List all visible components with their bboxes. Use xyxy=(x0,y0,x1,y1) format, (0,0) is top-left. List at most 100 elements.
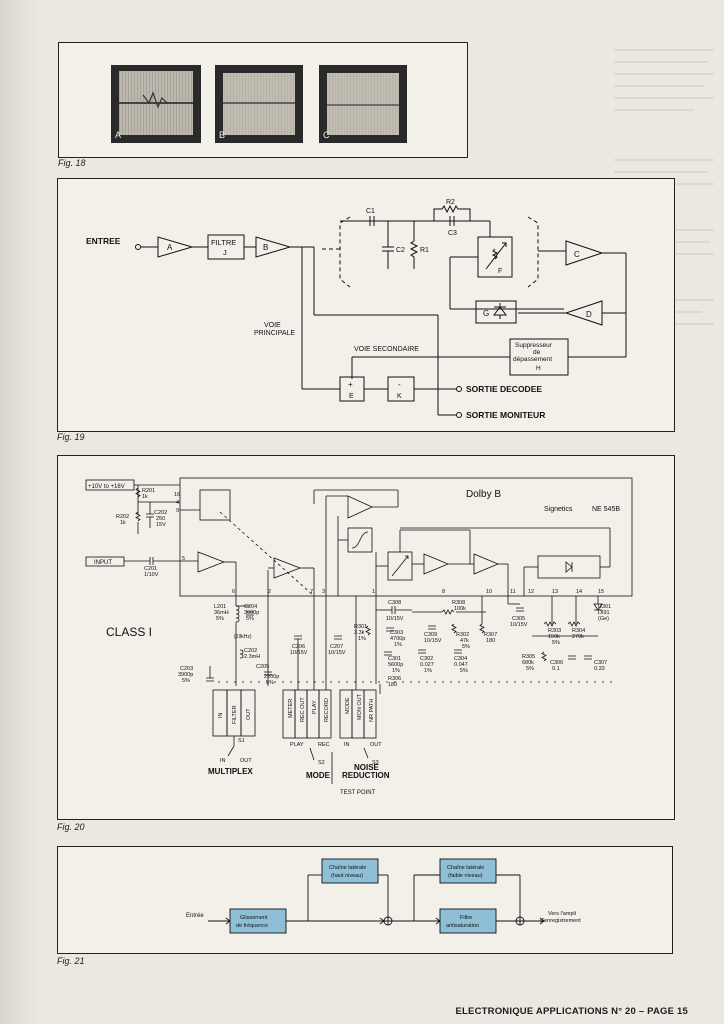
mode-label: MODE xyxy=(306,771,331,780)
svg-text:R201: R201 xyxy=(142,488,155,494)
svg-text:C: C xyxy=(574,250,580,259)
photo-label-a: A xyxy=(115,130,121,140)
svg-text:14: 14 xyxy=(576,589,582,595)
svg-text:C201: C201 xyxy=(144,566,157,572)
svg-text:PLAY: PLAY xyxy=(312,700,318,714)
svg-text:PLAY: PLAY xyxy=(290,742,304,748)
svg-text:(haut niveau): (haut niveau) xyxy=(331,873,363,879)
c202-cap xyxy=(146,513,154,518)
c1-capacitor xyxy=(369,216,375,226)
sortie-decodee-label: SORTIE DECODEE xyxy=(466,384,542,394)
svg-text:IN: IN xyxy=(220,758,226,764)
svg-text:3900p: 3900p xyxy=(178,672,193,678)
svg-text:R302: R302 xyxy=(456,632,469,638)
svg-text:R304: R304 xyxy=(572,628,585,634)
svg-text:5%: 5% xyxy=(266,680,274,686)
svg-text:S3: S3 xyxy=(372,760,379,766)
svg-text:RECORD: RECORD xyxy=(324,698,330,722)
dolby-b-label: Dolby B xyxy=(466,489,501,500)
svg-text:5%: 5% xyxy=(182,678,190,684)
voie-principale-label-1: VOIE xyxy=(264,322,281,329)
class-label: CLASS I xyxy=(106,625,152,639)
svg-text:10: 10 xyxy=(486,589,492,595)
svg-text:antisaturation: antisaturation xyxy=(446,923,479,929)
svg-text:J: J xyxy=(223,248,227,257)
amp-a xyxy=(157,236,194,258)
svg-text:IN: IN xyxy=(218,712,224,718)
svg-text:FILTRE: FILTRE xyxy=(211,238,236,247)
svg-text:1/10V: 1/10V xyxy=(144,572,159,578)
fig20-caption: Fig. 20 xyxy=(57,822,85,832)
switch-noise-reduction[interactable] xyxy=(339,689,377,739)
svg-text:0.1: 0.1 xyxy=(552,666,560,672)
svg-text:C309: C309 xyxy=(424,632,437,638)
svg-text:0.027: 0.027 xyxy=(420,662,434,668)
svg-text:REC OUT: REC OUT xyxy=(300,697,306,722)
svg-text:R306: R306 xyxy=(388,676,401,682)
svg-text:C202: C202 xyxy=(154,510,167,516)
svg-text:Chaîne latérale: Chaîne latérale xyxy=(447,865,484,871)
svg-text:METER: METER xyxy=(288,699,294,718)
svg-text:C2: C2 xyxy=(396,247,405,254)
r2-resistor xyxy=(433,204,471,221)
r1-resistor xyxy=(409,240,419,269)
entree-label: ENTREE xyxy=(86,236,121,246)
svg-text:16: 16 xyxy=(174,492,180,498)
svg-text:100k: 100k xyxy=(454,606,466,612)
page-binding-gutter xyxy=(0,0,40,1024)
svg-text:5%: 5% xyxy=(526,666,534,672)
svg-text:C304: C304 xyxy=(454,656,467,662)
page-footer: ELECTRONIQUE APPLICATIONS N° 20 – PAGE 1… xyxy=(455,1006,688,1017)
svg-text:150k: 150k xyxy=(548,634,560,640)
noise-label-1: NOISE xyxy=(354,763,380,772)
svg-text:INPUT: INPUT xyxy=(94,560,112,566)
svg-text:A: A xyxy=(167,243,173,252)
svg-text:NR PATH: NR PATH xyxy=(369,699,375,722)
c201-cap xyxy=(149,557,154,565)
svg-text:6: 6 xyxy=(232,589,235,595)
fig21-caption: Fig. 21 xyxy=(57,956,85,966)
svg-text:R305: R305 xyxy=(522,654,535,660)
svg-text:F: F xyxy=(498,268,502,275)
photo-label-c: C xyxy=(323,130,330,140)
fig19-caption: Fig. 19 xyxy=(57,432,85,442)
c202b-inductor xyxy=(239,649,244,659)
scope-photo-c xyxy=(319,65,407,143)
c3-capacitor xyxy=(449,216,455,226)
fig19-frame: ENTREE A FILTRE J B C1 R2 C3 xyxy=(57,178,675,432)
fig20-schematic: Dolby B Signetics NE 545B +10V to +16V R… xyxy=(85,477,633,796)
c308-cap xyxy=(391,606,396,614)
svg-text:C205: C205 xyxy=(256,664,269,670)
fig18-caption: Fig. 18 xyxy=(58,158,86,168)
svg-text:9: 9 xyxy=(176,508,179,514)
svg-text:R202: R202 xyxy=(116,514,129,520)
svg-text:Suppresseur: Suppresseur xyxy=(515,342,553,349)
svg-text:-: - xyxy=(398,380,401,389)
svg-text:R307: R307 xyxy=(484,632,497,638)
svg-text:Chaîne latérale: Chaîne latérale xyxy=(329,865,366,871)
svg-text:C204: C204 xyxy=(244,604,257,610)
switch-mode[interactable] xyxy=(282,689,332,739)
glissement-block xyxy=(229,908,287,934)
sortie-moniteur-label: SORTIE MONITEUR xyxy=(466,410,545,420)
svg-text:270k: 270k xyxy=(572,634,584,640)
photo-label-b: B xyxy=(219,130,225,140)
fig20-frame: Dolby B Signetics NE 545B +10V to +16V R… xyxy=(57,455,675,820)
svg-text:DI91: DI91 xyxy=(598,610,610,616)
svg-text:L201: L201 xyxy=(214,604,226,610)
gain-amp xyxy=(423,553,450,575)
svg-text:5%: 5% xyxy=(216,616,224,622)
noise-label-2: REDUCTION xyxy=(342,771,390,780)
svg-text:C302: C302 xyxy=(420,656,433,662)
svg-text:3.3k: 3.3k xyxy=(354,630,365,636)
svg-text:R1: R1 xyxy=(420,247,429,254)
fig19-block-diagram: ENTREE A FILTRE J B C1 R2 C3 xyxy=(86,199,627,420)
svg-text:2.3mH: 2.3mH xyxy=(244,654,260,660)
svg-text:S2: S2 xyxy=(318,760,325,766)
svg-text:C1: C1 xyxy=(366,208,375,215)
svg-text:1k: 1k xyxy=(142,494,148,500)
svg-text:C308: C308 xyxy=(388,600,401,606)
svg-text:R308: R308 xyxy=(452,600,465,606)
svg-text:10/15V: 10/15V xyxy=(424,638,442,644)
sortie-moniteur-terminal xyxy=(456,412,462,418)
